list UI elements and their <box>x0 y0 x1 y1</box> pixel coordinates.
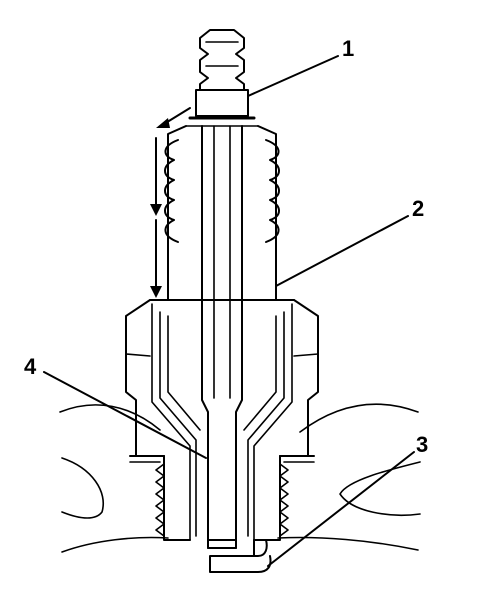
insulator-ribs-right <box>265 139 280 243</box>
terminal-nut <box>199 29 245 91</box>
leader-1 <box>247 55 339 97</box>
arrow-head-2 <box>150 204 162 216</box>
leader-4 <box>43 371 207 459</box>
callout-2: 2 <box>412 196 424 221</box>
cylinder-head <box>59 403 421 553</box>
head-lower-right-contour <box>277 536 419 551</box>
insulator-ribs-left <box>164 139 179 243</box>
center-electrode <box>201 125 243 549</box>
heat-path-arrows <box>150 107 191 298</box>
leader-3 <box>267 451 415 567</box>
thread-section <box>155 455 289 541</box>
insulator-body <box>164 125 280 301</box>
head-upper-left-contour <box>59 404 161 431</box>
callout-4: 4 <box>24 354 37 379</box>
gasket-seat <box>129 455 315 463</box>
insulator-collar <box>185 89 259 127</box>
callout-1: 1 <box>342 36 354 61</box>
shell-hex <box>125 299 319 541</box>
head-right-pocket <box>339 461 421 516</box>
head-lower-left-contour <box>61 536 169 553</box>
leader-2 <box>275 215 409 287</box>
head-left-pocket <box>61 457 104 519</box>
ground-electrode <box>209 539 272 573</box>
leader-lines <box>43 55 415 567</box>
head-upper-right-contour <box>299 403 419 433</box>
arrow-head-3 <box>150 286 162 298</box>
arrow-head-1 <box>156 118 170 128</box>
callout-3: 3 <box>416 432 428 457</box>
